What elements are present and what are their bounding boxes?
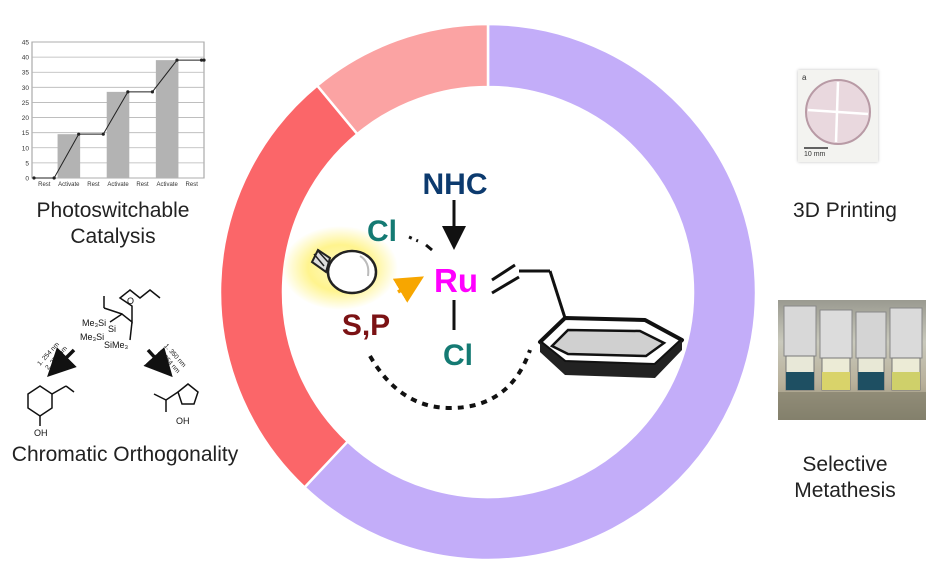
chart-bar (57, 134, 81, 178)
vial-3 (855, 311, 887, 391)
chart-ytick-label: 30 (22, 85, 30, 92)
chart-xtick-label: Activate (58, 182, 80, 188)
chart-bar (155, 60, 179, 179)
metathesis-line-1: Selective (802, 453, 888, 476)
nhc-ligand-label: NHC (423, 168, 488, 201)
chart-xtick-label: Rest (87, 182, 100, 188)
scheme-oh-right: OH (176, 416, 190, 426)
chart-ytick-label: 15 (22, 130, 30, 137)
printed-disc-photo: a 10 mm (798, 70, 878, 162)
chart-xtick-label: Activate (156, 182, 178, 188)
photoswitchable-catalysis-label: Photoswitchable Catalysis (8, 198, 218, 250)
chart-xtick-label: Rest (186, 182, 199, 188)
chromatic-orthogonality-label: Chromatic Orthogonality (11, 443, 239, 466)
chart-xtick-label: Rest (136, 182, 149, 188)
scheme-oh-left: OH (34, 428, 48, 438)
ruthenium-label: Ru (434, 262, 478, 299)
chart-point (150, 90, 154, 94)
chloride-top-label: Cl (367, 215, 397, 248)
chart-point (126, 90, 130, 94)
scheme-si-top: Me₃Si (82, 318, 106, 328)
chromatic-scheme (27, 289, 199, 426)
chart-xtick-label: Rest (38, 182, 51, 188)
catalyst-structure (368, 200, 684, 411)
vial-2 (819, 309, 853, 391)
chloride-bottom-label: Cl (443, 339, 473, 372)
chart-ytick-label: 25 (22, 100, 30, 107)
3d-printing-label: 3D Printing (793, 199, 897, 222)
photoswitchable-line-2: Catalysis (70, 225, 156, 248)
chart-xtick-label: Activate (107, 182, 129, 188)
chart-ytick-label: 20 (22, 115, 30, 122)
ring-segment-lavender (302, 22, 758, 562)
chart-ytick-label: 5 (25, 160, 29, 167)
light-bulb-icon (282, 226, 398, 310)
disc-scale-label: 10 mm (804, 151, 826, 158)
chart-ytick-label: 45 (22, 40, 30, 47)
disc-tag-label: a (802, 73, 807, 82)
vials-photo (778, 300, 926, 420)
vial-4 (889, 307, 923, 391)
scheme-o-label: O (127, 296, 134, 306)
ring-chart (218, 22, 758, 562)
chart-point (32, 176, 36, 180)
ring-segment-pink (315, 22, 490, 136)
scheme-si-mid: Me₃Si (80, 332, 104, 342)
chart-point (52, 176, 56, 180)
chart-point (199, 58, 204, 62)
selective-metathesis-label: Selective Metathesis (770, 452, 920, 504)
photoswitchable-line-1: Photoswitchable (36, 199, 190, 222)
chart-ytick-label: 40 (22, 55, 30, 62)
chart-point (175, 58, 179, 62)
scheme-si-o: Si (108, 324, 116, 334)
vial-1 (783, 305, 817, 391)
metathesis-line-2: Metathesis (794, 479, 896, 502)
scheme-sime3: SiMe₃ (104, 340, 129, 350)
chart-point (101, 132, 105, 136)
chart-bar (106, 91, 130, 178)
chart-point (202, 58, 206, 62)
sp-donor-label: S,P (342, 309, 390, 342)
chart-ytick-label: 10 (22, 145, 30, 152)
chart-ytick-label: 35 (22, 70, 30, 77)
chart-ytick-label: 0 (25, 176, 29, 183)
chart-point (77, 132, 81, 136)
